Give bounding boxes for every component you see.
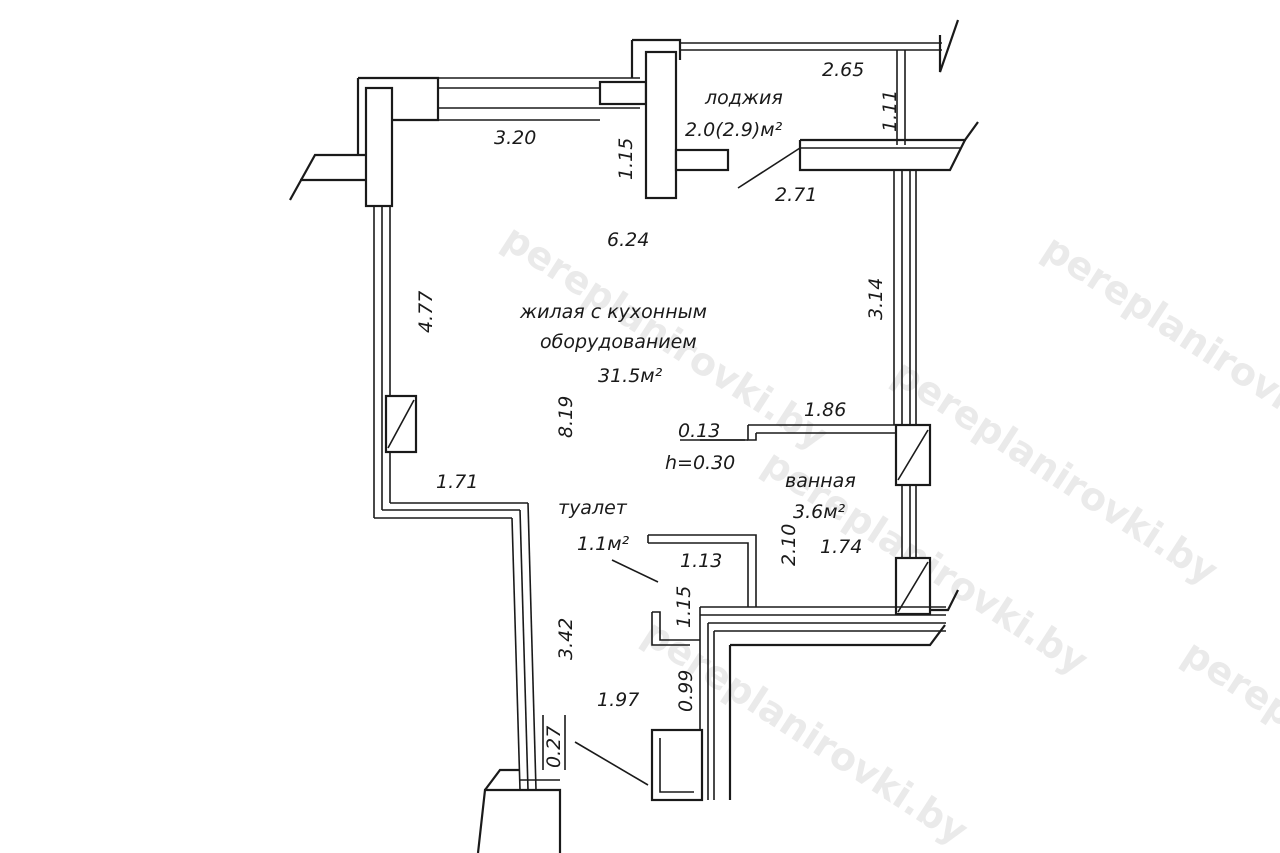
watermark-1: pereplanirovki.by — [1035, 226, 1280, 469]
watermark-4: pereplanirovki.by — [1175, 631, 1280, 853]
dim-1-13: 1.13 — [680, 550, 722, 572]
dim-3-20: 3.20 — [494, 127, 536, 149]
bath-name: ванная — [785, 470, 856, 492]
dim-1-11: 1.11 — [879, 90, 901, 132]
toilet-area: 1.1м² — [577, 533, 630, 555]
room-labels: лоджия 2.0(2.9)м² жилая с кухонным обору… — [519, 87, 856, 555]
dim-1-15-top: 1.15 — [615, 138, 637, 180]
bath-area: 3.6м² — [793, 501, 846, 523]
dim-1-74: 1.74 — [820, 536, 862, 558]
loggia-name: лоджия — [704, 87, 783, 109]
dim-0-27: 0.27 — [543, 726, 565, 768]
living-area: 31.5м² — [598, 365, 663, 387]
dim-2-10: 2.10 — [778, 524, 800, 566]
toilet-name: туалет — [558, 497, 628, 519]
dim-6-24: 6.24 — [607, 229, 649, 251]
dim-0-99: 0.99 — [675, 670, 697, 712]
dim-0-13: 0.13 — [678, 420, 720, 442]
dim-3-14: 3.14 — [865, 278, 887, 320]
dim-4-77: 4.77 — [415, 291, 437, 333]
dim-1-71: 1.71 — [436, 471, 478, 493]
dim-8-19: 8.19 — [555, 396, 577, 438]
dim-1-86: 1.86 — [804, 399, 846, 421]
dim-2-71: 2.71 — [775, 184, 817, 206]
dim-2-65: 2.65 — [822, 59, 864, 81]
living-name-line2: оборудованием — [540, 331, 697, 353]
dim-h-0-30: h=0.30 — [665, 452, 735, 474]
dimension-labels: 2.65 1.11 3.20 1.15 2.71 6.24 4.77 3.14 … — [415, 59, 901, 768]
plan-walls — [289, 19, 979, 853]
loggia-area: 2.0(2.9)м² — [685, 119, 783, 141]
dim-1-97: 1.97 — [597, 689, 639, 711]
living-name-line1: жилая с кухонным — [519, 301, 707, 323]
dim-1-15-bottom: 1.15 — [673, 586, 695, 628]
dim-3-42: 3.42 — [555, 618, 577, 660]
